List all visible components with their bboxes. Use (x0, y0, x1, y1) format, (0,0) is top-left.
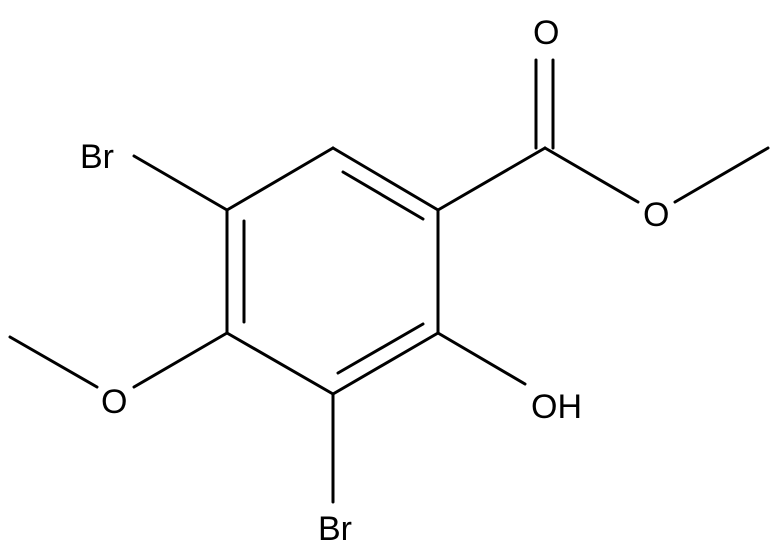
ring-bond-c2-c3-inner (336, 322, 425, 375)
bond-c4-methoxy-o (132, 331, 229, 389)
atom-label-ester-o: O (643, 196, 669, 234)
atom-label-br-bottom: Br (318, 510, 352, 548)
ring-bond-c2-c3 (331, 331, 440, 396)
ring-bond-c3-c4 (225, 331, 335, 396)
bond-c2-hydroxyl (436, 331, 527, 386)
ring-bond-c1-c6-inner (341, 170, 425, 221)
atom-label-br-top: Br (80, 138, 114, 176)
benzene-ring (225, 146, 440, 396)
bond-carbonyl-ester-o (543, 146, 640, 204)
bond-ester-o-methyl (673, 146, 770, 204)
atom-label-carbonyl-o: O (533, 14, 559, 52)
bond-c5-br (132, 154, 229, 212)
atom-label-methoxy-o: O (101, 383, 127, 421)
bond-c1-carbonyl (436, 146, 547, 212)
ring-bond-c6-c1 (331, 146, 440, 212)
atom-label-hydroxyl: OH (531, 388, 582, 426)
bond-methoxy-o-methyl (8, 335, 99, 389)
ring-bond-c5-c6 (225, 146, 335, 212)
methyl-ester-group (436, 58, 770, 212)
